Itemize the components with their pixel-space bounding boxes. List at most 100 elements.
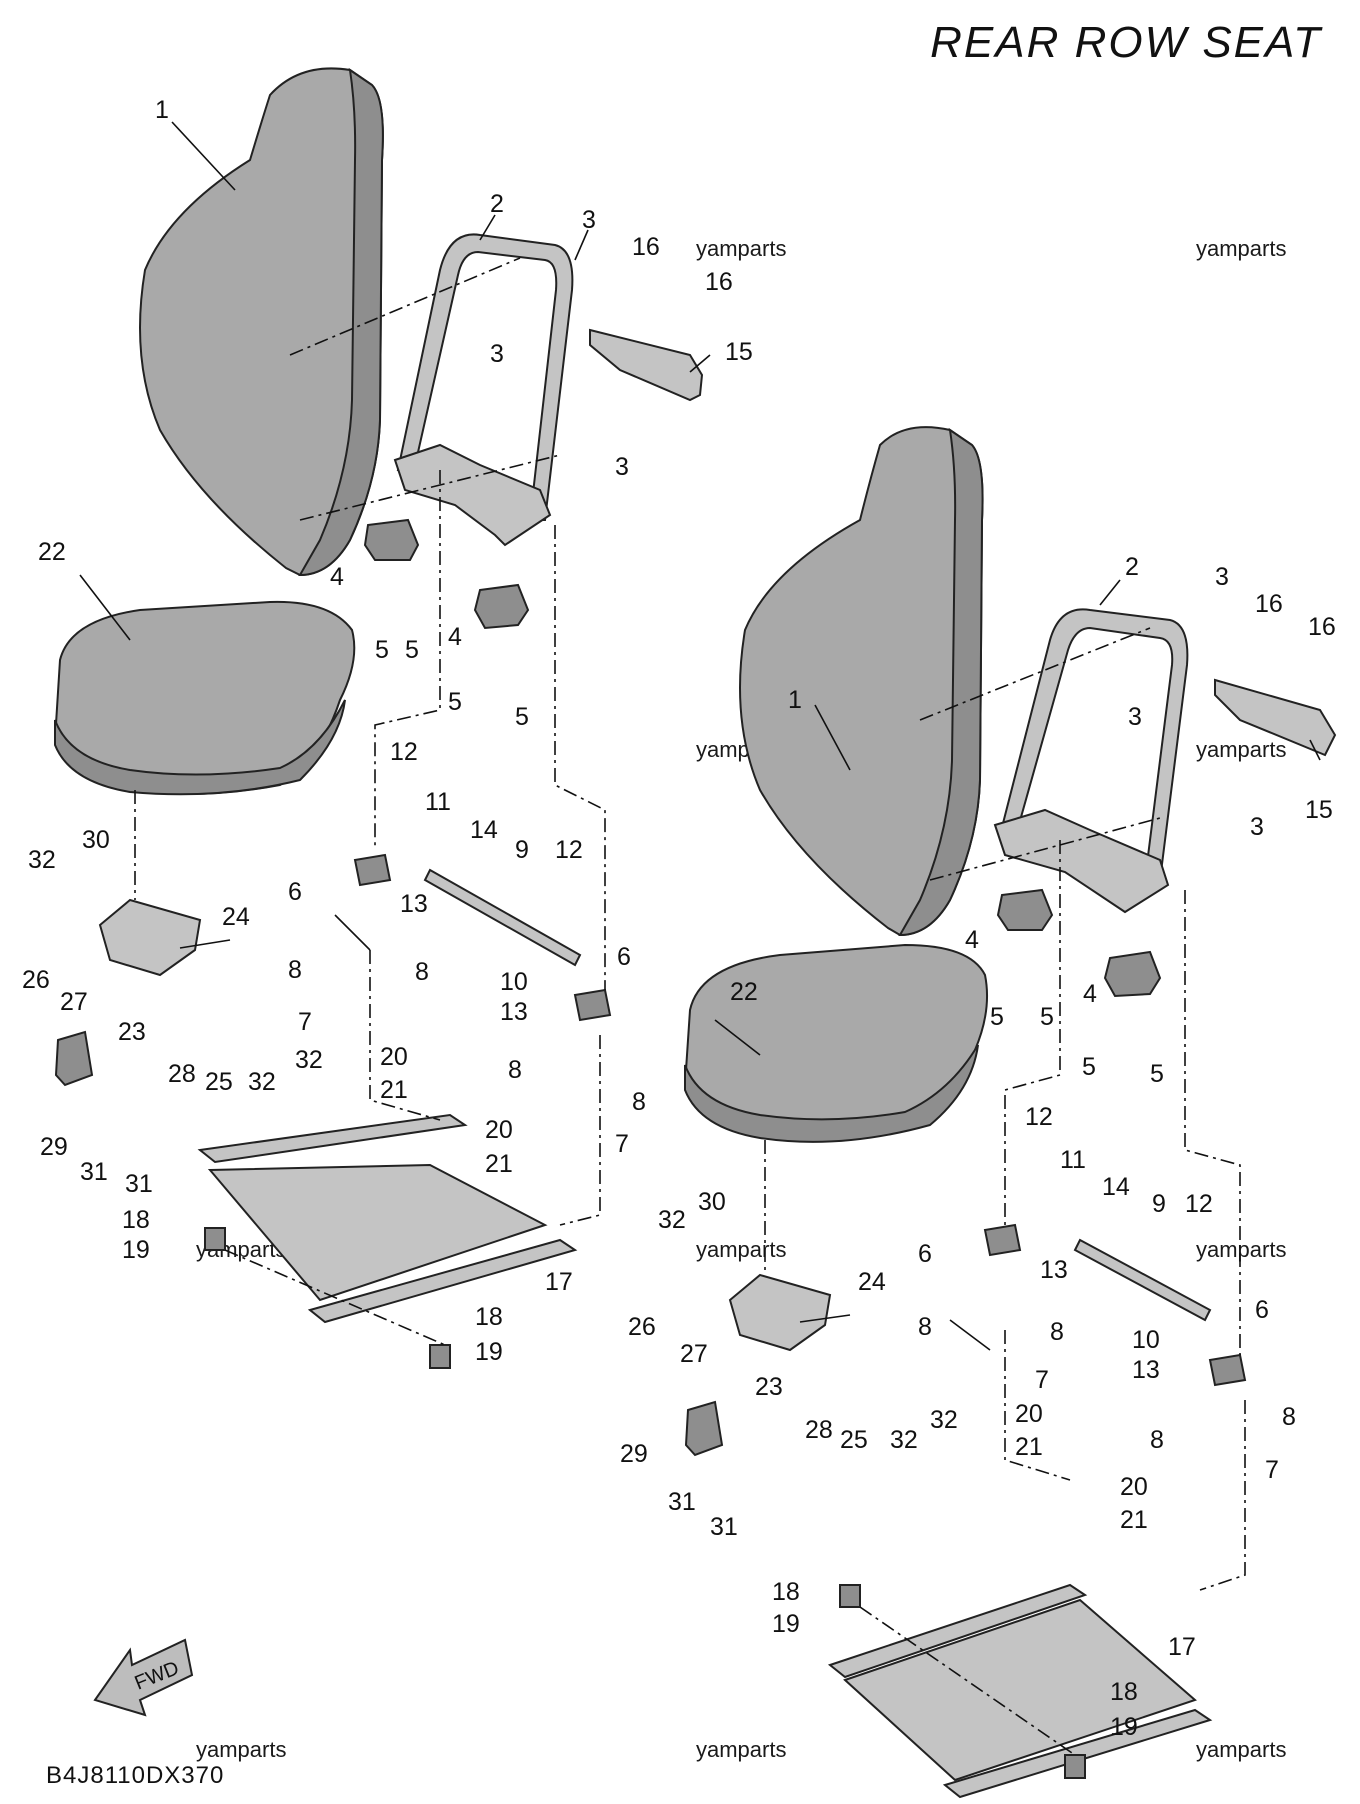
callout-8: 8 [1282, 1403, 1296, 1431]
callout-27: 27 [60, 988, 88, 1016]
callout-13: 13 [500, 998, 528, 1026]
callout-17: 17 [1168, 1633, 1196, 1661]
callout-5: 5 [990, 1003, 1004, 1031]
callout-32: 32 [28, 846, 56, 874]
callout-23: 23 [755, 1373, 783, 1401]
rod-9-left [423, 868, 582, 967]
leader-lines [79, 121, 1321, 1351]
callout-27: 27 [680, 1340, 708, 1368]
assembly-line [374, 470, 441, 850]
rod-9-right [1073, 1238, 1212, 1322]
hinge-block-left-a [363, 518, 420, 561]
watermark: yamparts [696, 236, 787, 261]
assembly-line [929, 817, 1161, 881]
callout-29: 29 [620, 1440, 648, 1468]
callout-16: 16 [1308, 613, 1336, 641]
callout-3: 3 [582, 206, 596, 234]
spacer-19-left-b [429, 1344, 451, 1369]
callout-32: 32 [295, 1046, 323, 1074]
callout-25: 25 [205, 1068, 233, 1096]
callout-24: 24 [222, 903, 250, 931]
assembly-line [554, 525, 606, 990]
callout-12: 12 [1025, 1103, 1053, 1131]
callout-20: 20 [1015, 1400, 1043, 1428]
callout-5: 5 [1150, 1060, 1164, 1088]
assembly-line [1004, 1330, 1071, 1481]
assembly-line [859, 1606, 1076, 1756]
callout-7: 7 [298, 1008, 312, 1036]
callout-8: 8 [632, 1088, 646, 1116]
callout-4: 4 [330, 563, 344, 591]
callout-15: 15 [725, 338, 753, 366]
hinge-bracket-6-right-a [983, 1223, 1022, 1257]
callout-5: 5 [1040, 1003, 1054, 1031]
callout-3: 3 [490, 340, 504, 368]
callout-7: 7 [615, 1130, 629, 1158]
callout-13: 13 [1040, 1256, 1068, 1284]
callout-31: 31 [710, 1513, 738, 1541]
callout-7: 7 [1265, 1456, 1279, 1484]
callout-5: 5 [1082, 1053, 1096, 1081]
callout-19: 19 [122, 1236, 150, 1264]
callout-30: 30 [82, 826, 110, 854]
callout-8: 8 [288, 956, 302, 984]
hinge-bracket-6-right-b [1208, 1353, 1247, 1387]
assembly-line [369, 950, 441, 1121]
callout-24: 24 [858, 1268, 886, 1296]
watermark: yamparts [1196, 236, 1287, 261]
seat-rail-17-left-c [207, 1163, 548, 1302]
seat-rail-17-right-c [843, 1598, 1197, 1782]
spacer-19-right-b [1064, 1754, 1086, 1779]
callout-3: 3 [1128, 703, 1142, 731]
mount-plate-24-right [728, 1273, 832, 1352]
callout-30: 30 [698, 1188, 726, 1216]
watermark: yamparts [196, 1737, 287, 1762]
callout-16: 16 [632, 233, 660, 261]
hinge-bracket-6-left-b [573, 988, 612, 1022]
callout-28: 28 [805, 1416, 833, 1444]
callout-18: 18 [772, 1578, 800, 1606]
callout-19: 19 [772, 1610, 800, 1638]
callout-15: 15 [1305, 796, 1333, 824]
callout-2: 2 [490, 190, 504, 218]
callout-4: 4 [448, 623, 462, 651]
diagram-title: REAR ROW SEAT [930, 18, 1322, 67]
callout-5: 5 [405, 636, 419, 664]
callout-10: 10 [500, 968, 528, 996]
callout-1: 1 [788, 686, 802, 714]
spacer-19-right-a [839, 1584, 861, 1608]
callout-18: 18 [122, 1206, 150, 1234]
callout-19: 19 [1110, 1713, 1138, 1741]
callout-21: 21 [1120, 1506, 1148, 1534]
callout-9: 9 [1152, 1190, 1166, 1218]
diagram-code: B4J8110DX370 [46, 1762, 225, 1789]
callout-20: 20 [1120, 1473, 1148, 1501]
callout-8: 8 [415, 958, 429, 986]
callout-22: 22 [730, 978, 758, 1006]
callout-31: 31 [668, 1488, 696, 1516]
callout-9: 9 [515, 836, 529, 864]
assembly-line [1199, 1400, 1246, 1591]
hinge-block-right-b [1103, 950, 1162, 998]
seat-rail-17-right-b [942, 1708, 1213, 1799]
assembly-line [289, 257, 521, 356]
callout-21: 21 [380, 1076, 408, 1104]
frame-bracket-right [993, 808, 1170, 914]
callout-19: 19 [475, 1338, 503, 1366]
callout-23: 23 [118, 1018, 146, 1046]
callout-26: 26 [22, 966, 50, 994]
callout-21: 21 [1015, 1433, 1043, 1461]
callout-32: 32 [930, 1406, 958, 1434]
callout-12: 12 [555, 836, 583, 864]
callout-20: 20 [380, 1043, 408, 1071]
callout-8: 8 [1050, 1318, 1064, 1346]
callout-14: 14 [470, 816, 498, 844]
assembly-line [224, 1249, 446, 1346]
seat-cushion-left-front [54, 699, 346, 796]
callout-12: 12 [390, 738, 418, 766]
callout-14: 14 [1102, 1173, 1130, 1201]
callout-5: 5 [515, 703, 529, 731]
seat-rail-17-left-b [307, 1238, 578, 1324]
frame-bracket-left [393, 443, 552, 547]
